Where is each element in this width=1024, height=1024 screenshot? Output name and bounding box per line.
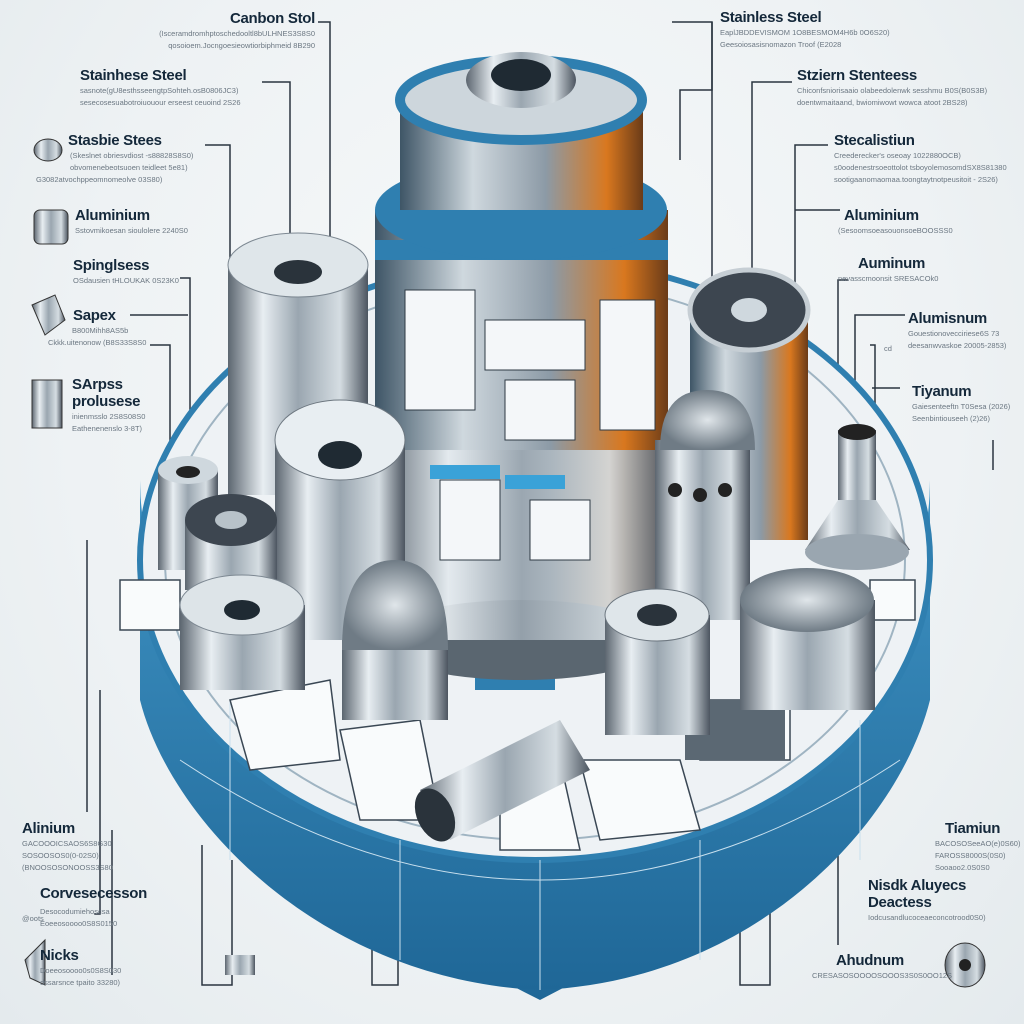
label-text: obvomenebeotsuoen teidleet 5e81): [70, 163, 188, 172]
label-title: Sapex: [73, 307, 116, 324]
label-carbon-steel: Canbon Stol (Isceramdromhptoschedooltl8b…: [100, 10, 315, 51]
label-title: Stainless Steel: [720, 9, 822, 26]
label-corvesecesson: Corvesecesson Desocodumiehoscsa Eoeeosoo…: [40, 885, 147, 929]
label-text: Seenbintiouseeh (2)26): [912, 414, 990, 423]
label-aside: @oots: [22, 912, 44, 924]
label-text: nevasscmoonsit SRESACOk0: [838, 274, 939, 283]
label-title: Ahudnum: [836, 952, 904, 969]
label-stziern-stenteess: Stziern Stenteess Chiconfsniorisaaio ola…: [797, 67, 987, 108]
label-title: Stziern Stenteess: [797, 67, 917, 84]
label-aluminium-right: Aluminium (SesoomsoeasouonsoeBOOSSS0: [838, 207, 953, 236]
label-stasbie-stees: Stasbie Stees (Skeslnet obriesvdiost -s8…: [36, 132, 193, 185]
label-alinium: Alinium GACOOOICSAOS6S8G30 SOSOOSOS0(0-0…: [22, 820, 113, 873]
label-nicks: Nicks Doeeosoooo0s0S8S030 dssarsnce tpai…: [40, 947, 121, 988]
label-stainless-steel-left: Stainhese Steel sasnote(gU8esthsseengtpS…: [80, 67, 241, 108]
label-stainless-steel-right: Stainless Steel EaplJBDDEVISMOM 1O8BESMO…: [720, 9, 890, 50]
label-text: cd: [884, 344, 892, 353]
label-title: Stainhese Steel: [80, 67, 187, 84]
label-title: Canbon Stol: [229, 10, 315, 27]
label-text: (Skeslnet obriesvdiost -s88828S8S0): [70, 151, 194, 160]
label-title: Corvesecesson: [40, 885, 147, 902]
label-alumisnum: Alumisnum Gouestionovecciriese6S 73 dees…: [908, 310, 1006, 351]
label-text: Iodcusandlucoceaeconcotrood0S0): [868, 913, 986, 922]
label-text: (Isceramdromhptoschedooltl8bULHNES3S8S0: [159, 29, 315, 38]
label-text: OSdausien tHLOUKAK 0S23K0: [73, 276, 179, 285]
label-text: sasnote(gU8esthsseengtpSohteh.osB0806JC3…: [80, 86, 239, 95]
label-title: Nisdk Aluyecs: [868, 877, 967, 894]
label-title: Aluminium: [844, 207, 919, 224]
label-text: Doeeosoooo0s0S8S030: [40, 966, 122, 975]
label-title: Stecalistiun: [834, 132, 915, 149]
label-tiamiun: Tiamiun BACOSOSeeAO(e)0S60) FAROSS8000S(…: [935, 820, 1020, 873]
label-text: Creederecker's oseoay 1022880OCB): [834, 151, 961, 160]
flange-cylinder: [604, 588, 710, 735]
label-sarpss: SArpss prolusese inienmsslo 2S8S08S0 Eat…: [72, 376, 145, 434]
label-title: Tiyanum: [912, 383, 972, 400]
label-title: prolusese: [72, 393, 141, 410]
label-text: s0oodenestrsoeottolot tsboyolemosomdSX8S…: [834, 163, 1007, 172]
small-cylinders-left: [158, 456, 305, 690]
label-text: Sstovmikoesan sioulolere 2240S0: [75, 226, 188, 235]
label-text: BACOSOSeeAO(e)0S60): [935, 839, 1021, 848]
funnel-part: [805, 424, 910, 570]
label-text: @oots: [22, 914, 44, 923]
label-title: Aluminium: [75, 207, 150, 224]
label-text: G3082atvochppeomnomeolve 03S80): [36, 175, 163, 184]
label-nisdk-aluyecs: Nisdk Aluyecs Deactess Iodcusandlucoceae…: [868, 877, 986, 923]
label-text: Eathenenenslo 3-8T): [72, 424, 143, 433]
label-text: qosoioem.Jocngoesieowtiorbiphmeid 8B290: [168, 41, 315, 50]
label-title: Nicks: [40, 947, 79, 964]
material-icons: [24, 138, 986, 988]
label-title: Spinglsess: [73, 257, 150, 274]
label-text: Sooaoo2.0S0S0: [935, 863, 990, 872]
label-aside: cd: [884, 342, 892, 354]
label-text: sesecosesuabotroiuouour erseest ceuoind …: [80, 98, 241, 107]
label-auminum: Auminum nevasscmoonsit SRESACOk0: [838, 255, 938, 284]
label-text: Gaiesenteeftn T0Sesa (2026): [912, 402, 1011, 411]
label-text: B800Mihh8AS5b: [72, 326, 129, 335]
label-title: Auminum: [858, 255, 926, 272]
label-sapex: Sapex B800Mihh8AS5b Ckkk.uitenonow (B8S3…: [48, 307, 146, 348]
label-titanium: Tiyanum Gaiesenteeftn T0Sesa (2026) Seen…: [912, 383, 1010, 424]
perforated-cylinder: [740, 568, 875, 710]
label-text: Eoeeosoooo0S8S0150: [40, 919, 118, 928]
label-text: Geesoiosasisnomazon Troof (E2028: [720, 40, 842, 49]
label-text: Gouestionovecciriese6S 73: [908, 329, 1000, 338]
label-aluminium-left: Aluminium Sstovmikoesan sioulolere 2240S…: [75, 207, 188, 236]
label-text: GACOOOICSAOS6S8G30: [22, 839, 112, 848]
label-text: sootigaanomaomaa.toongtaytnotpeusitoit -…: [834, 175, 998, 184]
label-spinglsess: Spinglsess OSdausien tHLOUKAK 0S23K0: [73, 257, 179, 286]
label-title: Tiamiun: [945, 820, 1001, 837]
label-ahudnum: Ahudnum CRESASOSOOOOSOOOS3S0S0OO12S: [812, 952, 952, 981]
label-title: Alumisnum: [908, 310, 987, 327]
label-text: Desocodumiehoscsa: [40, 907, 110, 916]
tube: [414, 720, 590, 842]
label-text: inienmsslo 2S8S08S0: [72, 412, 146, 421]
label-text: Ckkk.uitenonow (B8S33S8S0: [48, 338, 147, 347]
label-title: SArpss: [72, 376, 123, 393]
label-text: deesanwvaskoe 20005-2853): [908, 341, 1007, 350]
label-text: FAROSS8000S(0S0): [935, 851, 1006, 860]
label-title: Deactess: [868, 894, 932, 911]
label-title: Alinium: [22, 820, 75, 837]
label-text: Chiconfsniorisaaio olabeedolenwk sesshmu…: [797, 86, 988, 95]
label-text: (SesoomsoeasouonsoeBOOSSS0: [838, 226, 953, 235]
label-text: EaplJBDDEVISMOM 1O8BESMOM4H6b 0O6S20): [720, 28, 890, 37]
label-text: dssarsnce tpaito 33280): [40, 978, 121, 987]
label-text: SOSOOSOS0(0-02S0): [22, 851, 99, 860]
label-text: doentwmaitaand, bwiomiwowt wowca atoot 2…: [797, 98, 968, 107]
mesh-dome-right: [655, 390, 755, 620]
label-text: CRESASOSOOOOSOOOS3S0S0OO12S: [812, 971, 953, 980]
label-text: (BNOOSOSONOOSS3S80: [22, 863, 113, 872]
label-title: Stasbie Stees: [68, 132, 162, 149]
mesh-dome-left: [342, 560, 448, 720]
label-stecalistiun: Stecalistiun Creederecker's oseoay 10228…: [834, 132, 1007, 185]
